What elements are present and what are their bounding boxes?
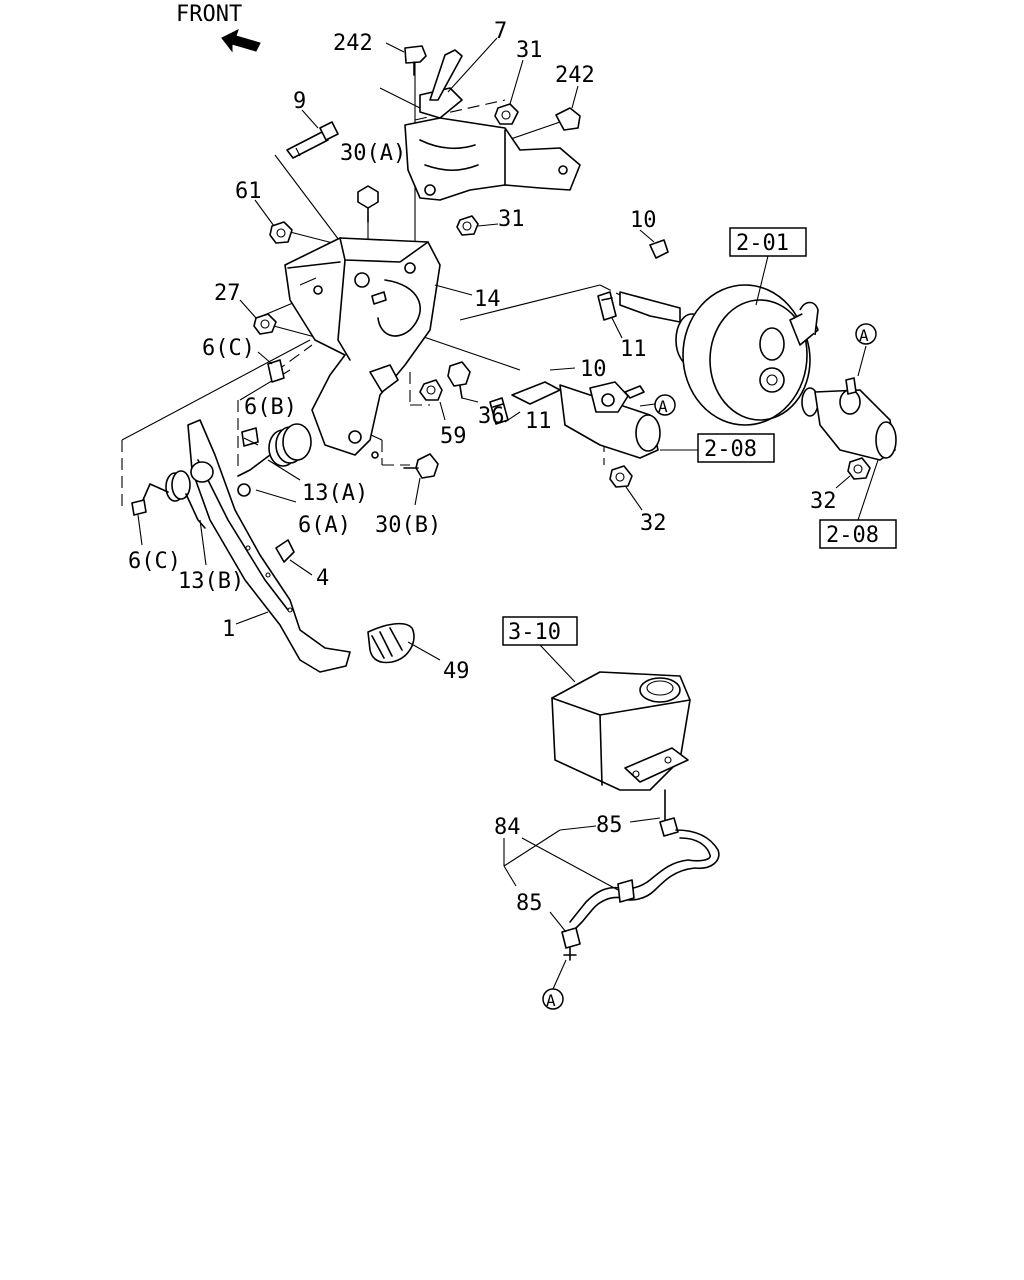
pedal-arm [187,419,351,673]
bolt-30a [357,185,379,223]
ref-box-3-10 [502,616,578,646]
bushing-6b [241,427,259,447]
bushing-6c-lower [131,499,147,516]
ref-2-08-center: 2-08 [704,437,757,462]
pedal-pad [367,622,415,664]
ref-box-2-08-center [697,433,775,463]
callout-84: 84 [494,815,521,840]
callout-61: 61 [235,179,262,204]
callout-30b: 30(B) [375,513,441,538]
callout-242-top: 242 [333,31,373,56]
callout-11-upper: 11 [620,337,647,362]
callout-13a: 13(A) [302,481,368,506]
bolt-242-top [404,45,427,76]
master-cylinder-right [801,377,897,461]
nut-59 [419,379,443,401]
ref-2-08-right: 2-08 [826,523,879,548]
callout-6b: 6(B) [244,395,297,420]
callout-6a: 6(A) [298,513,351,538]
nut-31-top [494,103,519,125]
svg-text:A: A [546,991,556,1010]
callout-31-top: 31 [516,38,543,63]
callout-leaders [137,37,851,933]
callout-32-right: 32 [810,489,837,514]
reservoir-hose [561,789,720,961]
callout-1: 1 [222,617,235,642]
callout-9: 9 [293,89,306,114]
bushing-6c-upper [267,359,285,383]
callout-14: 14 [474,287,501,312]
bushing-6a [237,483,251,497]
front-label: FRONT [176,2,242,27]
callout-13b: 13(B) [178,569,244,594]
nut-32-right [847,457,871,480]
callout-85-upper: 85 [596,813,623,838]
callout-10-top: 10 [630,208,657,233]
callout-85-lower: 85 [516,891,543,916]
marker-a-center: A [654,394,676,416]
bolt-9 [286,121,339,159]
ref-2-01: 2-01 [736,231,789,256]
callout-49: 49 [443,659,470,684]
nut-27 [253,313,277,335]
svg-text:A: A [658,397,668,416]
spring-13a [237,423,312,477]
callout-242-right: 242 [555,63,595,88]
callout-10-mid: 10 [580,357,607,382]
callout-7: 7 [494,19,507,44]
nut-32-center [609,465,633,488]
callout-31-lower: 31 [498,207,525,232]
upper-bracket [404,49,581,201]
callout-4: 4 [316,566,329,591]
fluid-reservoir [551,671,691,791]
clip-4 [275,539,295,563]
bolt-36 [447,361,471,399]
callout-6c-upper: 6(C) [202,336,255,361]
front-arrow-icon [221,29,261,53]
callout-36: 36 [478,404,505,429]
brake-booster [619,284,819,426]
ref-box-2-08-right [819,519,897,549]
callout-30a: 30(A) [340,141,406,166]
master-cylinder-center [511,381,661,459]
marker-a-bottom: A [542,988,564,1010]
bolt-242-right [555,107,581,131]
clip-11-upper [597,291,617,321]
marker-a-right: A [855,323,877,345]
callout-27: 27 [214,281,241,306]
nut-31-lower [456,215,479,236]
svg-text:A: A [859,326,869,345]
callout-11-lower: 11 [525,409,552,434]
switch-10-top [649,239,669,259]
callout-6c-lower: 6(C) [128,549,181,574]
callout-59: 59 [440,424,467,449]
spring-13b [142,470,206,529]
bolt-30b [403,453,439,479]
ref-3-10: 3-10 [508,620,561,645]
nut-61 [269,221,293,244]
callout-32-center: 32 [640,511,667,536]
pedal-bracket [284,237,441,459]
stud-10-bracket [371,291,387,305]
